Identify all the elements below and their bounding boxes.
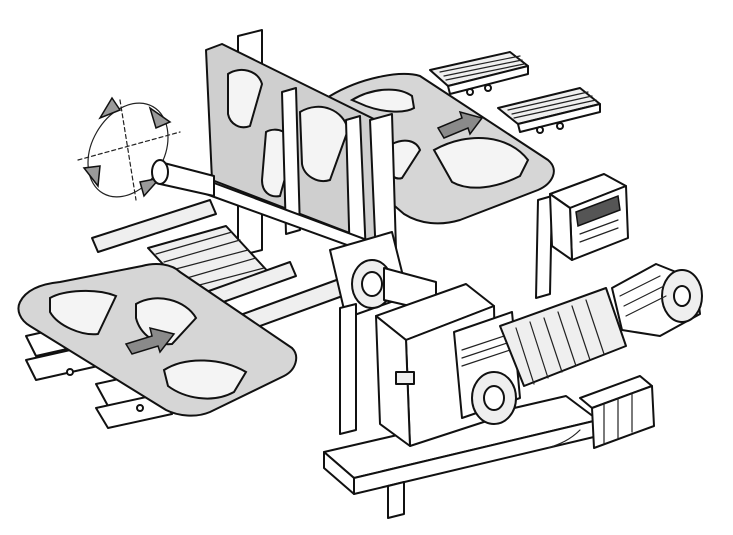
central-hub <box>151 159 437 435</box>
servo-motor <box>499 263 703 387</box>
transfer-arrow-icon <box>124 326 176 355</box>
display-screen <box>575 194 621 228</box>
control-panel <box>535 173 629 299</box>
transfer-arrow-icon <box>436 110 484 139</box>
valve-block <box>547 375 655 449</box>
rotating-frame <box>205 29 397 263</box>
drive-gearbox <box>375 283 521 447</box>
lower-pallet-plate <box>17 263 298 417</box>
rotation-indicator <box>77 96 181 201</box>
rotation-arrows-icon <box>82 96 172 198</box>
right-roller-conveyor <box>429 51 601 134</box>
